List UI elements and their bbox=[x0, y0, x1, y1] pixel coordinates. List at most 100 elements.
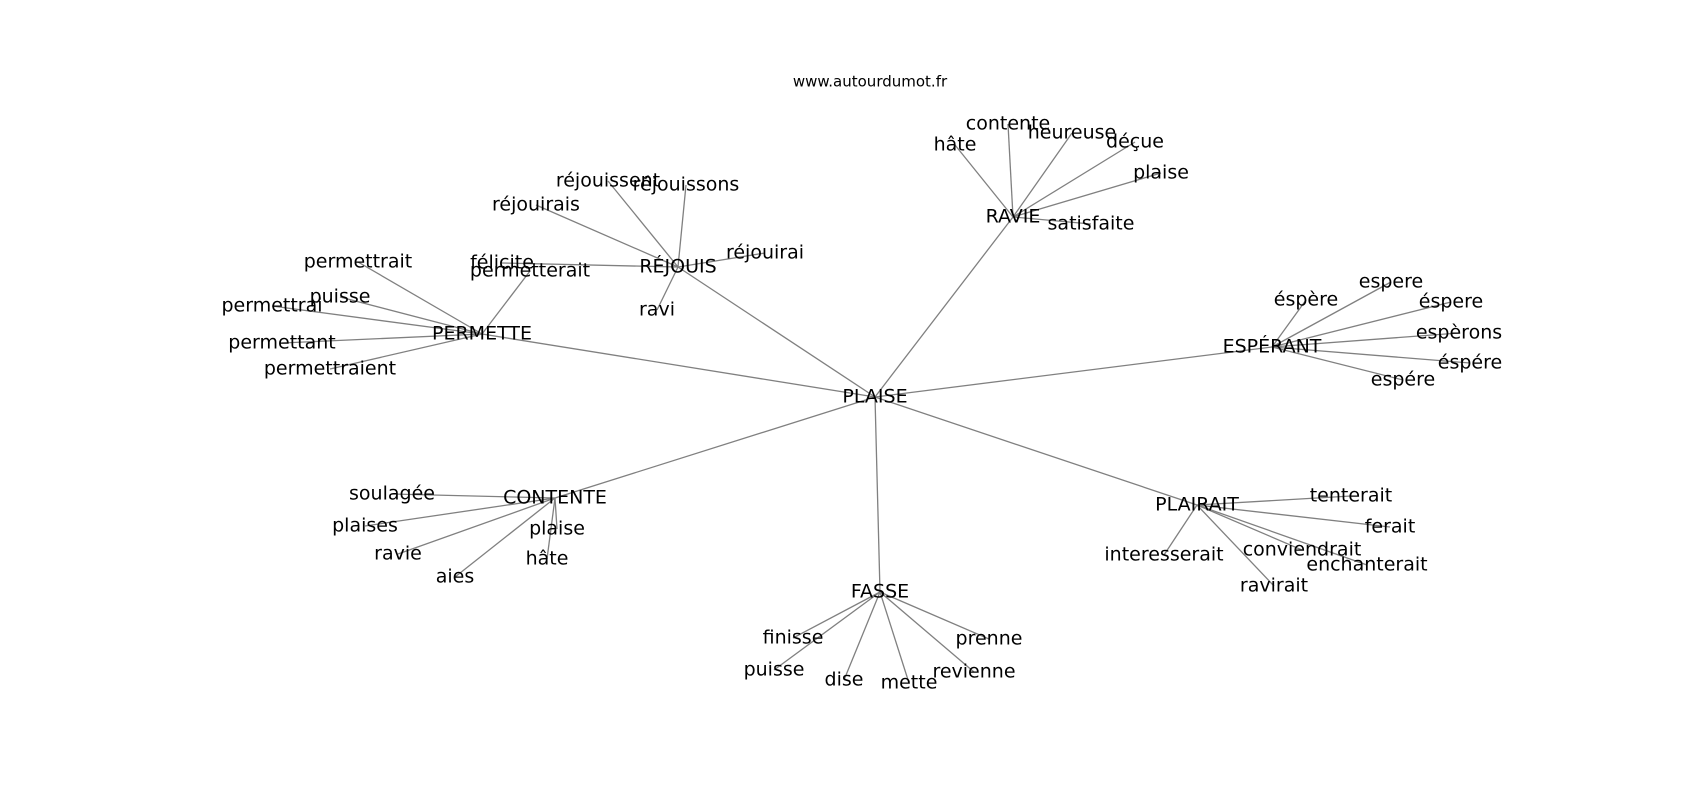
edge-rejouis-leaf bbox=[501, 262, 679, 268]
edge-esperant-leaf bbox=[1271, 281, 1392, 348]
edge-plairait-leaf bbox=[1196, 495, 1352, 506]
leaf-node-label: ravirait bbox=[1240, 575, 1308, 597]
edge-plairait-leaf bbox=[1196, 504, 1303, 551]
edge-permette-leaf bbox=[329, 333, 483, 370]
leaf-node-label: revienne bbox=[932, 661, 1015, 683]
edge-contente-leaf bbox=[454, 497, 556, 578]
graph-edges bbox=[271, 123, 1471, 684]
hub-node-label: ESPÉRANT bbox=[1223, 335, 1322, 358]
edge-esperant-leaf bbox=[1271, 332, 1460, 348]
edge-rejouis-leaf bbox=[535, 204, 679, 268]
edge-esperant-leaf bbox=[1271, 346, 1404, 381]
leaf-node-label: permettraient bbox=[264, 358, 396, 380]
leaf-node-label: prenne bbox=[956, 628, 1023, 650]
edge-esperant-leaf bbox=[1271, 301, 1452, 348]
leaf-node-label: permettrait bbox=[304, 251, 413, 273]
edge-fasse-leaf bbox=[879, 591, 990, 640]
leaf-node-label: éspère bbox=[1274, 289, 1338, 311]
leaf-node-label: aies bbox=[436, 566, 475, 588]
leaf-node-label: plaise bbox=[1133, 162, 1189, 184]
edge-rejouis-leaf bbox=[656, 266, 679, 311]
edge-fasse-leaf bbox=[773, 591, 881, 671]
edge-ravie-leaf bbox=[1012, 132, 1073, 218]
edge-contente-leaf bbox=[546, 497, 556, 560]
leaf-node-label: félicite bbox=[470, 252, 534, 274]
edge-center-ravie bbox=[874, 216, 1014, 398]
leaf-node-label: hâte bbox=[934, 134, 977, 156]
leaf-node-label: réjouirais bbox=[492, 194, 580, 216]
leaf-node-label: plaises bbox=[332, 515, 398, 537]
leaf-node-label: éspere bbox=[1419, 291, 1483, 313]
edge-center-esperant bbox=[874, 346, 1273, 398]
edge-rejouis-leaf bbox=[677, 184, 687, 268]
leaf-node-label: espèrons bbox=[1416, 322, 1502, 344]
edge-esperant-leaf bbox=[1271, 299, 1307, 348]
edge-permette-leaf bbox=[481, 270, 531, 335]
edge-center-rejouis bbox=[677, 266, 876, 398]
edge-ravie-leaf bbox=[1012, 141, 1136, 218]
edge-ravie-leaf bbox=[1007, 123, 1014, 218]
leaf-node-label: permetterait bbox=[470, 260, 590, 282]
edge-permette-leaf bbox=[339, 296, 483, 335]
site-watermark: www.autourdumot.fr bbox=[793, 73, 948, 91]
hub-node-label: FASSE bbox=[851, 581, 909, 603]
edge-center-plairait bbox=[874, 396, 1198, 506]
edge-center-permette bbox=[481, 333, 876, 398]
edge-rejouis-leaf bbox=[677, 252, 766, 268]
edge-fasse-leaf bbox=[843, 591, 881, 681]
leaf-node-label: conviendrait bbox=[1243, 539, 1362, 561]
leaf-node-label: ferait bbox=[1365, 516, 1416, 538]
leaf-node-label: dise bbox=[825, 669, 864, 691]
edge-fasse-leaf bbox=[879, 591, 975, 673]
edge-permette-leaf bbox=[357, 261, 483, 335]
edge-ravie-leaf bbox=[1012, 172, 1162, 218]
edge-ravie-leaf bbox=[1012, 216, 1092, 225]
leaf-node-label: heureuse bbox=[1028, 122, 1117, 144]
hub-node-label: PLAIRAIT bbox=[1155, 494, 1239, 516]
leaf-node-label: réjouissons bbox=[633, 174, 740, 196]
leaf-node-label: plaise bbox=[529, 518, 585, 540]
leaf-node-label: permettant bbox=[228, 332, 335, 354]
leaf-node-label: déçue bbox=[1106, 131, 1164, 153]
edge-center-contente bbox=[554, 396, 876, 499]
leaf-node-label: ravi bbox=[639, 299, 675, 321]
leaf-node-label: puisse bbox=[744, 659, 805, 681]
leaf-node-label: tenterait bbox=[1310, 485, 1393, 507]
edge-plairait-leaf bbox=[1196, 504, 1368, 566]
edge-center-fasse bbox=[874, 396, 881, 593]
leaf-node-label: finisse bbox=[763, 627, 824, 649]
leaf-node-label: espere bbox=[1359, 271, 1423, 293]
edge-plairait-leaf bbox=[1196, 504, 1391, 528]
edge-fasse-leaf bbox=[879, 591, 910, 684]
leaf-node-label: satisfaite bbox=[1048, 213, 1135, 235]
leaf-node-label: soulagée bbox=[349, 483, 435, 505]
hub-node-label: PERMETTE bbox=[432, 323, 532, 345]
edge-plairait-leaf bbox=[1163, 504, 1198, 556]
leaf-node-label: espére bbox=[1371, 369, 1435, 391]
leaf-node-label: enchanterait bbox=[1306, 554, 1427, 576]
hub-node-label: CONTENTE bbox=[503, 487, 607, 509]
hub-node-label: RÉJOUIS bbox=[639, 255, 716, 278]
leaf-node-label: puisse bbox=[310, 286, 371, 308]
leaf-node-label: ravie bbox=[374, 543, 422, 565]
edge-contente-leaf bbox=[391, 493, 556, 499]
center-node-label: PLAISE bbox=[842, 386, 907, 408]
leaf-node-label: interesserait bbox=[1104, 544, 1223, 566]
edge-contente-leaf bbox=[364, 497, 556, 527]
edge-permette-leaf bbox=[271, 305, 483, 335]
leaf-node-label: éspére bbox=[1438, 352, 1502, 374]
edge-contente-leaf bbox=[397, 497, 556, 555]
edge-fasse-leaf bbox=[792, 591, 881, 639]
leaf-node-label: contente bbox=[966, 113, 1050, 135]
leaf-node-label: réjouirai bbox=[726, 242, 804, 264]
edge-esperant-leaf bbox=[1271, 346, 1471, 364]
edge-contente-leaf bbox=[554, 497, 558, 530]
leaf-node-label: mette bbox=[881, 672, 938, 694]
leaf-node-label: réjouissent bbox=[556, 170, 660, 192]
edge-plairait-leaf bbox=[1196, 504, 1275, 587]
hub-node-label: RAVIE bbox=[986, 206, 1041, 228]
leaf-node-label: permettrai bbox=[221, 295, 322, 317]
edge-ravie-leaf bbox=[954, 144, 1014, 218]
